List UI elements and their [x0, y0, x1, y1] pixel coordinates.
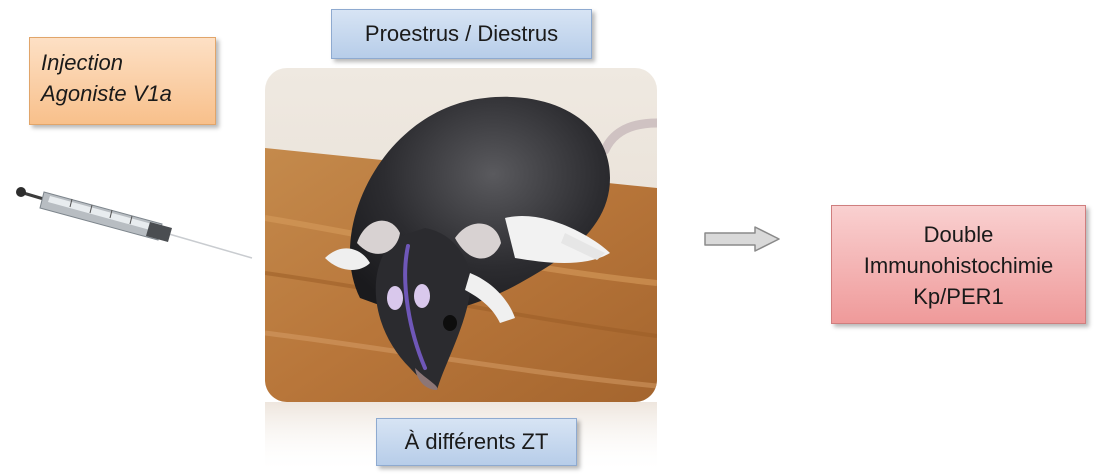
result-label-box: Double Immunohistochimie Kp/PER1	[831, 205, 1086, 324]
injection-line-1: Injection	[41, 47, 215, 78]
estrous-phase-label: Proestrus / Diestrus	[331, 9, 592, 59]
result-line-1: Double	[832, 219, 1085, 250]
result-line-3: Kp/PER1	[832, 281, 1085, 312]
injection-label-box: Injection Agoniste V1a	[29, 37, 216, 125]
result-line-2: Immunohistochimie	[832, 250, 1085, 281]
zeitgeber-time-label: À différents ZT	[376, 418, 577, 466]
injection-line-2: Agoniste V1a	[41, 78, 215, 109]
syringe-icon	[12, 178, 257, 263]
right-arrow-icon	[703, 224, 783, 254]
mouse-photo	[265, 68, 657, 402]
